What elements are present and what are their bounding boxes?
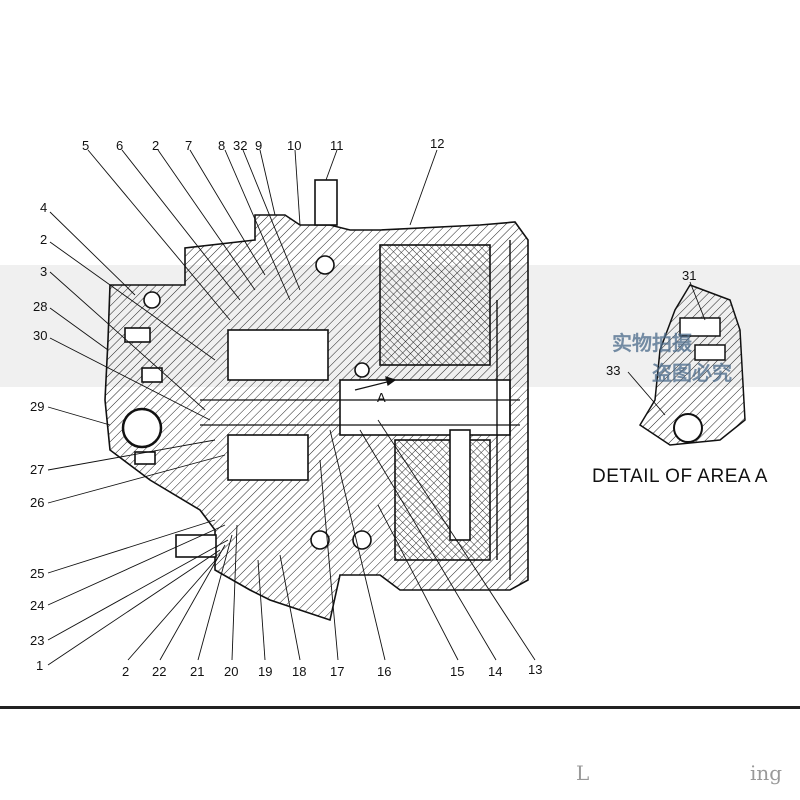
callout-17: 17 xyxy=(330,664,344,679)
arrow-a xyxy=(354,376,397,391)
footer-fragment-right: ing xyxy=(750,761,782,785)
callout-2-left: 2 xyxy=(40,232,47,247)
detail-callouts xyxy=(627,281,706,416)
arrow-a-label: A xyxy=(377,390,386,405)
callout-29: 29 xyxy=(30,399,44,414)
callout-26: 26 xyxy=(30,495,44,510)
callout-5: 5 xyxy=(82,138,89,153)
callout-23: 23 xyxy=(30,633,44,648)
callout-14: 14 xyxy=(488,664,502,679)
callout-13: 13 xyxy=(528,662,542,677)
callout-16: 16 xyxy=(377,664,391,679)
bottom-divider xyxy=(0,706,800,709)
callout-9: 9 xyxy=(255,138,262,153)
callout-28: 28 xyxy=(33,299,47,314)
callout-8: 8 xyxy=(218,138,225,153)
motor-housing xyxy=(104,179,529,622)
detail-title: DETAIL OF AREA A xyxy=(592,466,768,487)
watermark-line-1: 实物拍摄 xyxy=(612,331,693,355)
callout-20: 20 xyxy=(224,664,238,679)
callout-33: 33 xyxy=(606,363,620,378)
callout-31: 31 xyxy=(682,268,696,283)
callouts-bottom xyxy=(127,419,536,661)
callout-18: 18 xyxy=(292,664,306,679)
callout-22: 22 xyxy=(152,664,166,679)
callout-15: 15 xyxy=(450,664,464,679)
callout-10: 10 xyxy=(287,138,301,153)
callout-4: 4 xyxy=(40,200,47,215)
callout-2-top: 2 xyxy=(152,138,159,153)
callout-12: 12 xyxy=(430,136,444,151)
footer-fragment-left: L xyxy=(576,761,589,785)
callouts-top xyxy=(87,149,438,321)
callout-2-bottom: 2 xyxy=(122,664,129,679)
callout-30: 30 xyxy=(33,328,47,343)
detail-area-a-drawing xyxy=(638,284,746,446)
watermark-line-2: 盗图必究 xyxy=(652,361,732,385)
callout-19: 19 xyxy=(258,664,272,679)
callout-21: 21 xyxy=(190,664,204,679)
callouts-left xyxy=(47,211,229,666)
callout-6: 6 xyxy=(116,138,123,153)
callout-25: 25 xyxy=(30,566,44,581)
callout-3: 3 xyxy=(40,264,47,279)
callout-7: 7 xyxy=(185,138,192,153)
callout-11: 11 xyxy=(330,138,344,153)
callout-1: 1 xyxy=(36,658,43,673)
callout-32: 32 xyxy=(233,138,247,153)
callout-27: 27 xyxy=(30,462,44,477)
callout-24: 24 xyxy=(30,598,44,613)
